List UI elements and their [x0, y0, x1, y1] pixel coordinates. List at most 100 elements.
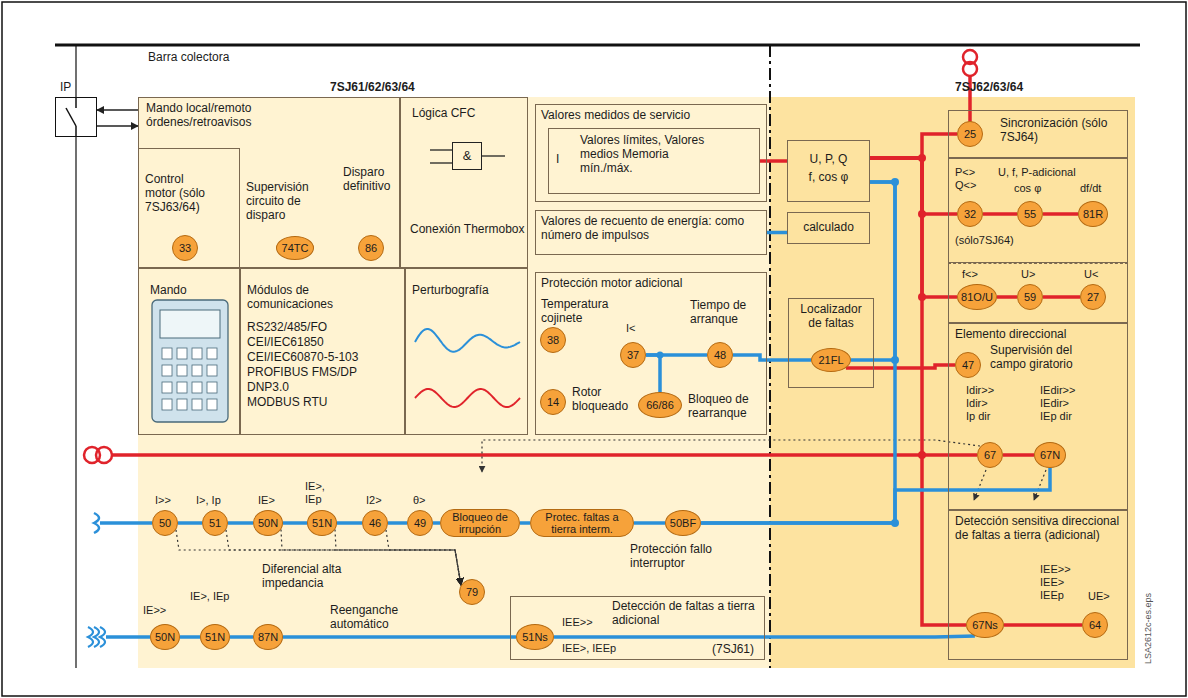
ansi-code: 81R — [1083, 208, 1103, 220]
ansi-code: 51N — [205, 631, 225, 643]
ansi-code: 79 — [466, 586, 478, 598]
annotation-label: IE>, IEp — [190, 590, 230, 603]
ansi-code: 64 — [1089, 619, 1101, 631]
box-text: IEdir>> — [1040, 384, 1100, 397]
ansi-code: 81O/U — [961, 291, 993, 303]
box-text: P<> Q<> — [955, 166, 985, 192]
switch-ground — [55, 97, 97, 137]
ansi-function-circle: 38 — [540, 327, 566, 353]
box-text: Valores límites, Valores medios Memoria … — [580, 133, 710, 175]
control-signal — [226, 530, 461, 585]
measurement-wire — [1043, 212, 1078, 216]
box-text: Mando local/remoto órdenes/retroavisos — [146, 101, 296, 129]
relay-key — [192, 382, 202, 393]
annotation-label: I>, Ip — [196, 494, 236, 507]
box-text: Disparo definitivo — [343, 165, 398, 193]
ansi-function-circle: 51Ns — [516, 624, 554, 650]
feeder-line — [75, 45, 76, 668]
measurement-wire — [846, 365, 955, 368]
measurement-wire — [433, 521, 440, 525]
ansi-function-circle: 46 — [362, 510, 388, 536]
box-text: Localizador de faltas — [792, 302, 870, 330]
panel-heading: 7SJ62/63/64 — [955, 80, 1095, 94]
function-pill: Protec. faltas a tierra interm. — [530, 509, 634, 537]
ansi-code: 32 — [964, 208, 976, 220]
relay-key — [177, 399, 187, 410]
ansi-function-circle: 50N — [253, 510, 283, 536]
ansi-function-circle: 21FL — [811, 348, 851, 372]
gate-input — [430, 162, 452, 163]
box-text: Módulos de comunicaciones — [247, 283, 357, 311]
panel-fill — [770, 97, 1135, 668]
ansi-code: 66/86 — [646, 399, 674, 411]
ansi-function-circle: 25 — [957, 121, 983, 147]
ansi-function-circle: 66/86 — [638, 392, 682, 418]
ansi-function-circle: 51N — [200, 624, 230, 650]
measurement-wire — [283, 521, 307, 525]
measurement-wire — [760, 159, 787, 163]
ansi-code: 51 — [209, 517, 221, 529]
ansi-function-circle: 51N — [307, 510, 337, 536]
relay-key — [207, 348, 217, 359]
annotation-label: Protección fallo interruptor — [630, 542, 730, 570]
box-text: Protec. faltas a tierra interm. — [535, 511, 629, 535]
box-text: Perturbografía — [412, 283, 522, 297]
trip-signal — [1034, 470, 1046, 500]
switch-contact — [75, 97, 77, 108]
ansi-function-circle: 14 — [540, 389, 566, 415]
annotation-label: Diferencial alta impedancia — [262, 562, 362, 590]
panel-heading: 7SJ61/62/63/64 — [330, 80, 490, 94]
switch-contact — [75, 126, 77, 137]
device-panel: 7SJ62/63/64U, P, Qf, cos φcalculadoLocal… — [770, 97, 1135, 668]
measurement-wire — [230, 635, 253, 639]
function-box: Mando — [138, 268, 240, 435]
annotation-label: IE>> — [143, 604, 173, 617]
measurement-wire — [1003, 453, 1034, 457]
function-box: Lógica CFCConexión Thermobox& — [400, 97, 528, 268]
function-box: Módulos de comunicacionesRS232/485/FOCEI… — [240, 268, 405, 435]
box-text: Conexión Thermobox — [410, 222, 525, 236]
ansi-function-circle: 74TC — [276, 236, 314, 260]
ansi-function-circle: 50N — [150, 624, 180, 650]
ansi-code: 55 — [1024, 208, 1036, 220]
measurement-wire — [634, 521, 665, 525]
function-box: calculado — [787, 212, 870, 244]
annotation-label: IE>, IEp — [305, 480, 341, 506]
annotation-label: θ> — [413, 494, 435, 507]
box-text: cos φ — [1014, 182, 1059, 195]
box-text: Detección sensitiva direccional de falta… — [955, 514, 1123, 542]
ansi-code: 33 — [179, 242, 191, 254]
function-box: Elemento direccionalSupervisión del camp… — [948, 323, 1128, 510]
ansi-function-circle: 33 — [172, 235, 198, 261]
box-text: Temperatura cojinete — [541, 297, 629, 325]
measurement-wire — [646, 355, 660, 392]
relay-key — [207, 365, 217, 376]
ansi-code: 86 — [365, 242, 377, 254]
ansi-code: 51N — [312, 517, 332, 529]
box-text: IEEp — [1040, 589, 1085, 602]
current-wire — [106, 635, 150, 639]
annotation-label: I>> — [155, 494, 185, 507]
box-text: U< — [1084, 268, 1114, 281]
box-text: Lógica CFC — [412, 106, 522, 120]
ansi-function-circle: 50 — [152, 510, 178, 536]
relay-key — [162, 348, 172, 359]
ansi-function-circle: 55 — [1017, 201, 1043, 227]
voltage-wire — [112, 453, 977, 457]
function-box: Valores medidos de servicioIValores lími… — [535, 104, 767, 202]
control-signal — [335, 529, 461, 585]
box-text: I< — [626, 322, 650, 335]
box-text: DNP3.0 — [247, 380, 402, 394]
relay-key — [207, 382, 217, 393]
ansi-code: 50BF — [670, 517, 696, 529]
box-text: Detección de faltas a tierra adicional — [612, 599, 760, 627]
relay-key — [162, 365, 172, 376]
ansi-function-circle: 51 — [202, 510, 228, 536]
box-text: Sincronización (sólo 7SJ64) — [1000, 116, 1110, 144]
annotation-label: Barra colectora — [148, 50, 268, 64]
function-box: Protección motor adicionalTemperatura co… — [535, 272, 767, 435]
ansi-code: 67N — [1040, 449, 1060, 461]
watermark: LSA2612c-es.eps — [1143, 564, 1154, 664]
function-box: Sincronización (sólo 7SJ64) 25 — [948, 110, 1128, 158]
box-text: (7SJ61) — [712, 642, 762, 656]
